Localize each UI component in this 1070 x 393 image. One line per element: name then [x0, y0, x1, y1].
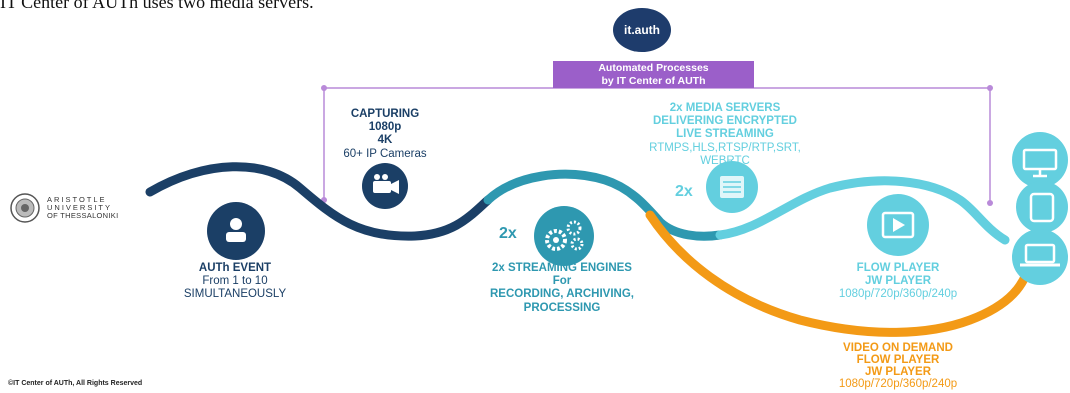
university-line2: UNIVERSITY	[47, 203, 113, 212]
intro-text: IT Center of AUTh uses two media servers…	[0, 0, 314, 12]
media-servers-label: 2x MEDIA SERVERS DELIVERING ENCRYPTED LI…	[625, 102, 825, 168]
light-teal-wave	[715, 176, 1010, 245]
vod-line3: JW PLAYER	[864, 366, 932, 379]
event-title: AUTh EVENT	[198, 262, 272, 274]
players-line2: JW PLAYER	[864, 275, 932, 288]
orange-wave	[645, 210, 1035, 337]
itauth-logo: it.auth	[613, 8, 671, 52]
capturing-line4: 60+ IP Cameras	[343, 147, 427, 160]
engines-label: 2x STREAMING ENGINES For RECORDING, ARCH…	[462, 262, 662, 315]
camera-icon	[362, 163, 408, 209]
laptop-icon	[1012, 229, 1068, 285]
capturing-line2: 1080p	[368, 121, 402, 134]
university-name: ARISTOTLE UNIVERSITY OF THESSALONIKI	[47, 196, 118, 220]
banner-line1: Automated Processes	[598, 62, 709, 74]
university-line3: OF THESSALONIKI	[47, 211, 119, 220]
media-line3: LIVE STREAMING	[676, 128, 774, 141]
gears-icon	[534, 206, 594, 266]
video-player-icon	[867, 194, 929, 256]
engines-line4: PROCESSING	[523, 301, 601, 314]
engines-line1: 2x STREAMING ENGINES	[492, 262, 632, 274]
media-line1: 2x MEDIA SERVERS	[669, 102, 781, 114]
automated-processes-banner: Automated Processes by IT Center of AUTh	[553, 61, 754, 88]
monitor-icon	[1012, 132, 1068, 188]
media-servers-multiplier: 2x	[675, 183, 693, 200]
capturing-line3: 4K	[377, 134, 393, 147]
user-icon	[207, 202, 265, 260]
vod-label: VIDEO ON DEMAND FLOW PLAYER JW PLAYER 10…	[818, 342, 978, 390]
teal-wave	[483, 169, 725, 241]
players-line1: FLOW PLAYER	[856, 262, 940, 274]
server-icon	[706, 161, 758, 213]
banner-line2: by IT Center of AUTh	[601, 75, 706, 87]
players-line3: 1080p/720p/360p/240p	[838, 288, 958, 301]
media-line5: WEBRTC	[700, 154, 750, 167]
vod-line2: FLOW PLAYER	[856, 354, 940, 367]
tablet-icon	[1016, 181, 1068, 233]
engines-line3: RECORDING, ARCHIVING,	[490, 288, 634, 301]
media-line4: RTMPS,HLS,RTSP/RTP,SRT,	[649, 141, 801, 154]
process-bracket	[321, 85, 993, 206]
capturing-line1: CAPTURING	[350, 108, 420, 120]
capturing-label: CAPTURING 1080p 4K 60+ IP Cameras	[330, 108, 440, 161]
engines-multiplier: 2x	[499, 225, 517, 242]
navy-wave	[145, 162, 493, 241]
university-line1: ARISTOTLE	[47, 195, 107, 204]
logo-text: it.auth	[624, 23, 660, 37]
media-line2: DELIVERING ENCRYPTED	[653, 115, 797, 128]
vod-line4: 1080p/720p/360p/240p	[838, 378, 958, 391]
players-label: FLOW PLAYER JW PLAYER 1080p/720p/360p/24…	[818, 262, 978, 302]
copyright-text: ©IT Center of AUTh, All Rights Reserved	[8, 380, 143, 387]
engines-line2: For	[552, 275, 572, 288]
event-label: AUTh EVENT From 1 to 10 SIMULTANEOUSLY	[160, 262, 310, 302]
event-line3: SIMULTANEOUSLY	[183, 288, 287, 301]
event-line2: From 1 to 10	[202, 275, 268, 288]
vod-line1: VIDEO ON DEMAND	[843, 342, 953, 354]
university-seal-icon	[10, 193, 40, 223]
